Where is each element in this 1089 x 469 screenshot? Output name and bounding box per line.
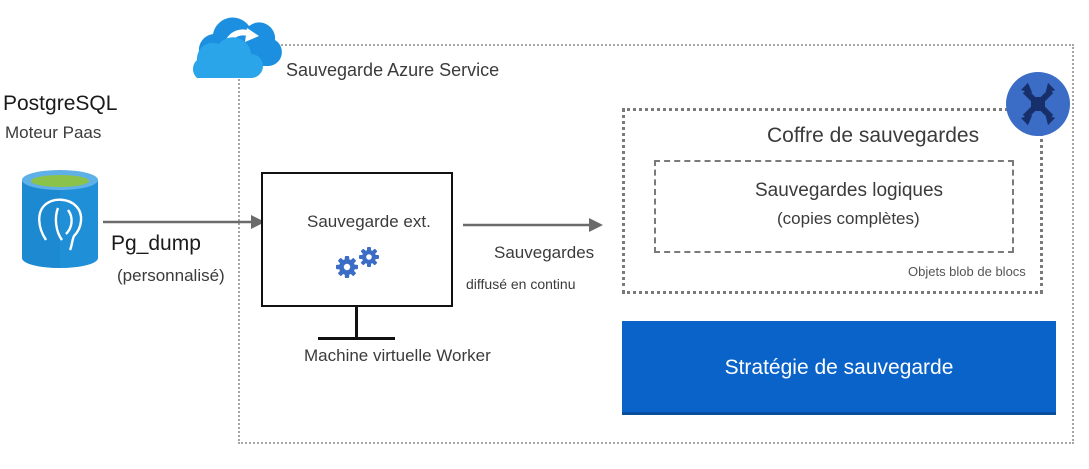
storage-note: Objets blob de blocs <box>908 264 1026 279</box>
azure-backup-cloud-icon <box>183 12 282 95</box>
backups-arrow <box>463 215 608 240</box>
azure-backup-service-boundary <box>238 44 1074 444</box>
worker-inner-label: Sauvegarde ext. <box>307 212 431 231</box>
backup-vault-icon <box>1005 71 1071 142</box>
service-title: Sauvegarde Azure Service <box>286 60 500 80</box>
dump-label: Pg_dump <box>111 232 201 255</box>
worker-vm-monitor <box>261 172 453 307</box>
backup-policy-label: Stratégie de sauvegarde <box>724 356 954 379</box>
backup-policy-box <box>622 321 1056 415</box>
backups-label: Sauvegardes <box>494 243 595 262</box>
postgresql-database-icon <box>22 170 98 275</box>
logical-backups-title: Sauvegardes logiques <box>755 180 944 201</box>
dump-arrow <box>103 212 268 237</box>
dump-sublabel: (personnalisé) <box>117 266 225 285</box>
source-title: PostgreSQL <box>3 92 118 115</box>
gears-icon <box>334 246 384 285</box>
backup-vault-boundary <box>622 108 1043 294</box>
vault-title: Coffre de sauvegardes <box>767 124 980 147</box>
worker-caption: Machine virtuelle Worker <box>304 346 491 365</box>
worker-vm-stand <box>355 307 358 338</box>
source-subtitle: Moteur Paas <box>5 123 102 142</box>
logical-backups-sublabel: (copies complètes) <box>777 209 920 228</box>
backups-sublabel: diffusé en continu <box>466 276 576 292</box>
worker-vm-base <box>318 337 395 340</box>
logical-backups-boundary <box>654 160 1014 253</box>
